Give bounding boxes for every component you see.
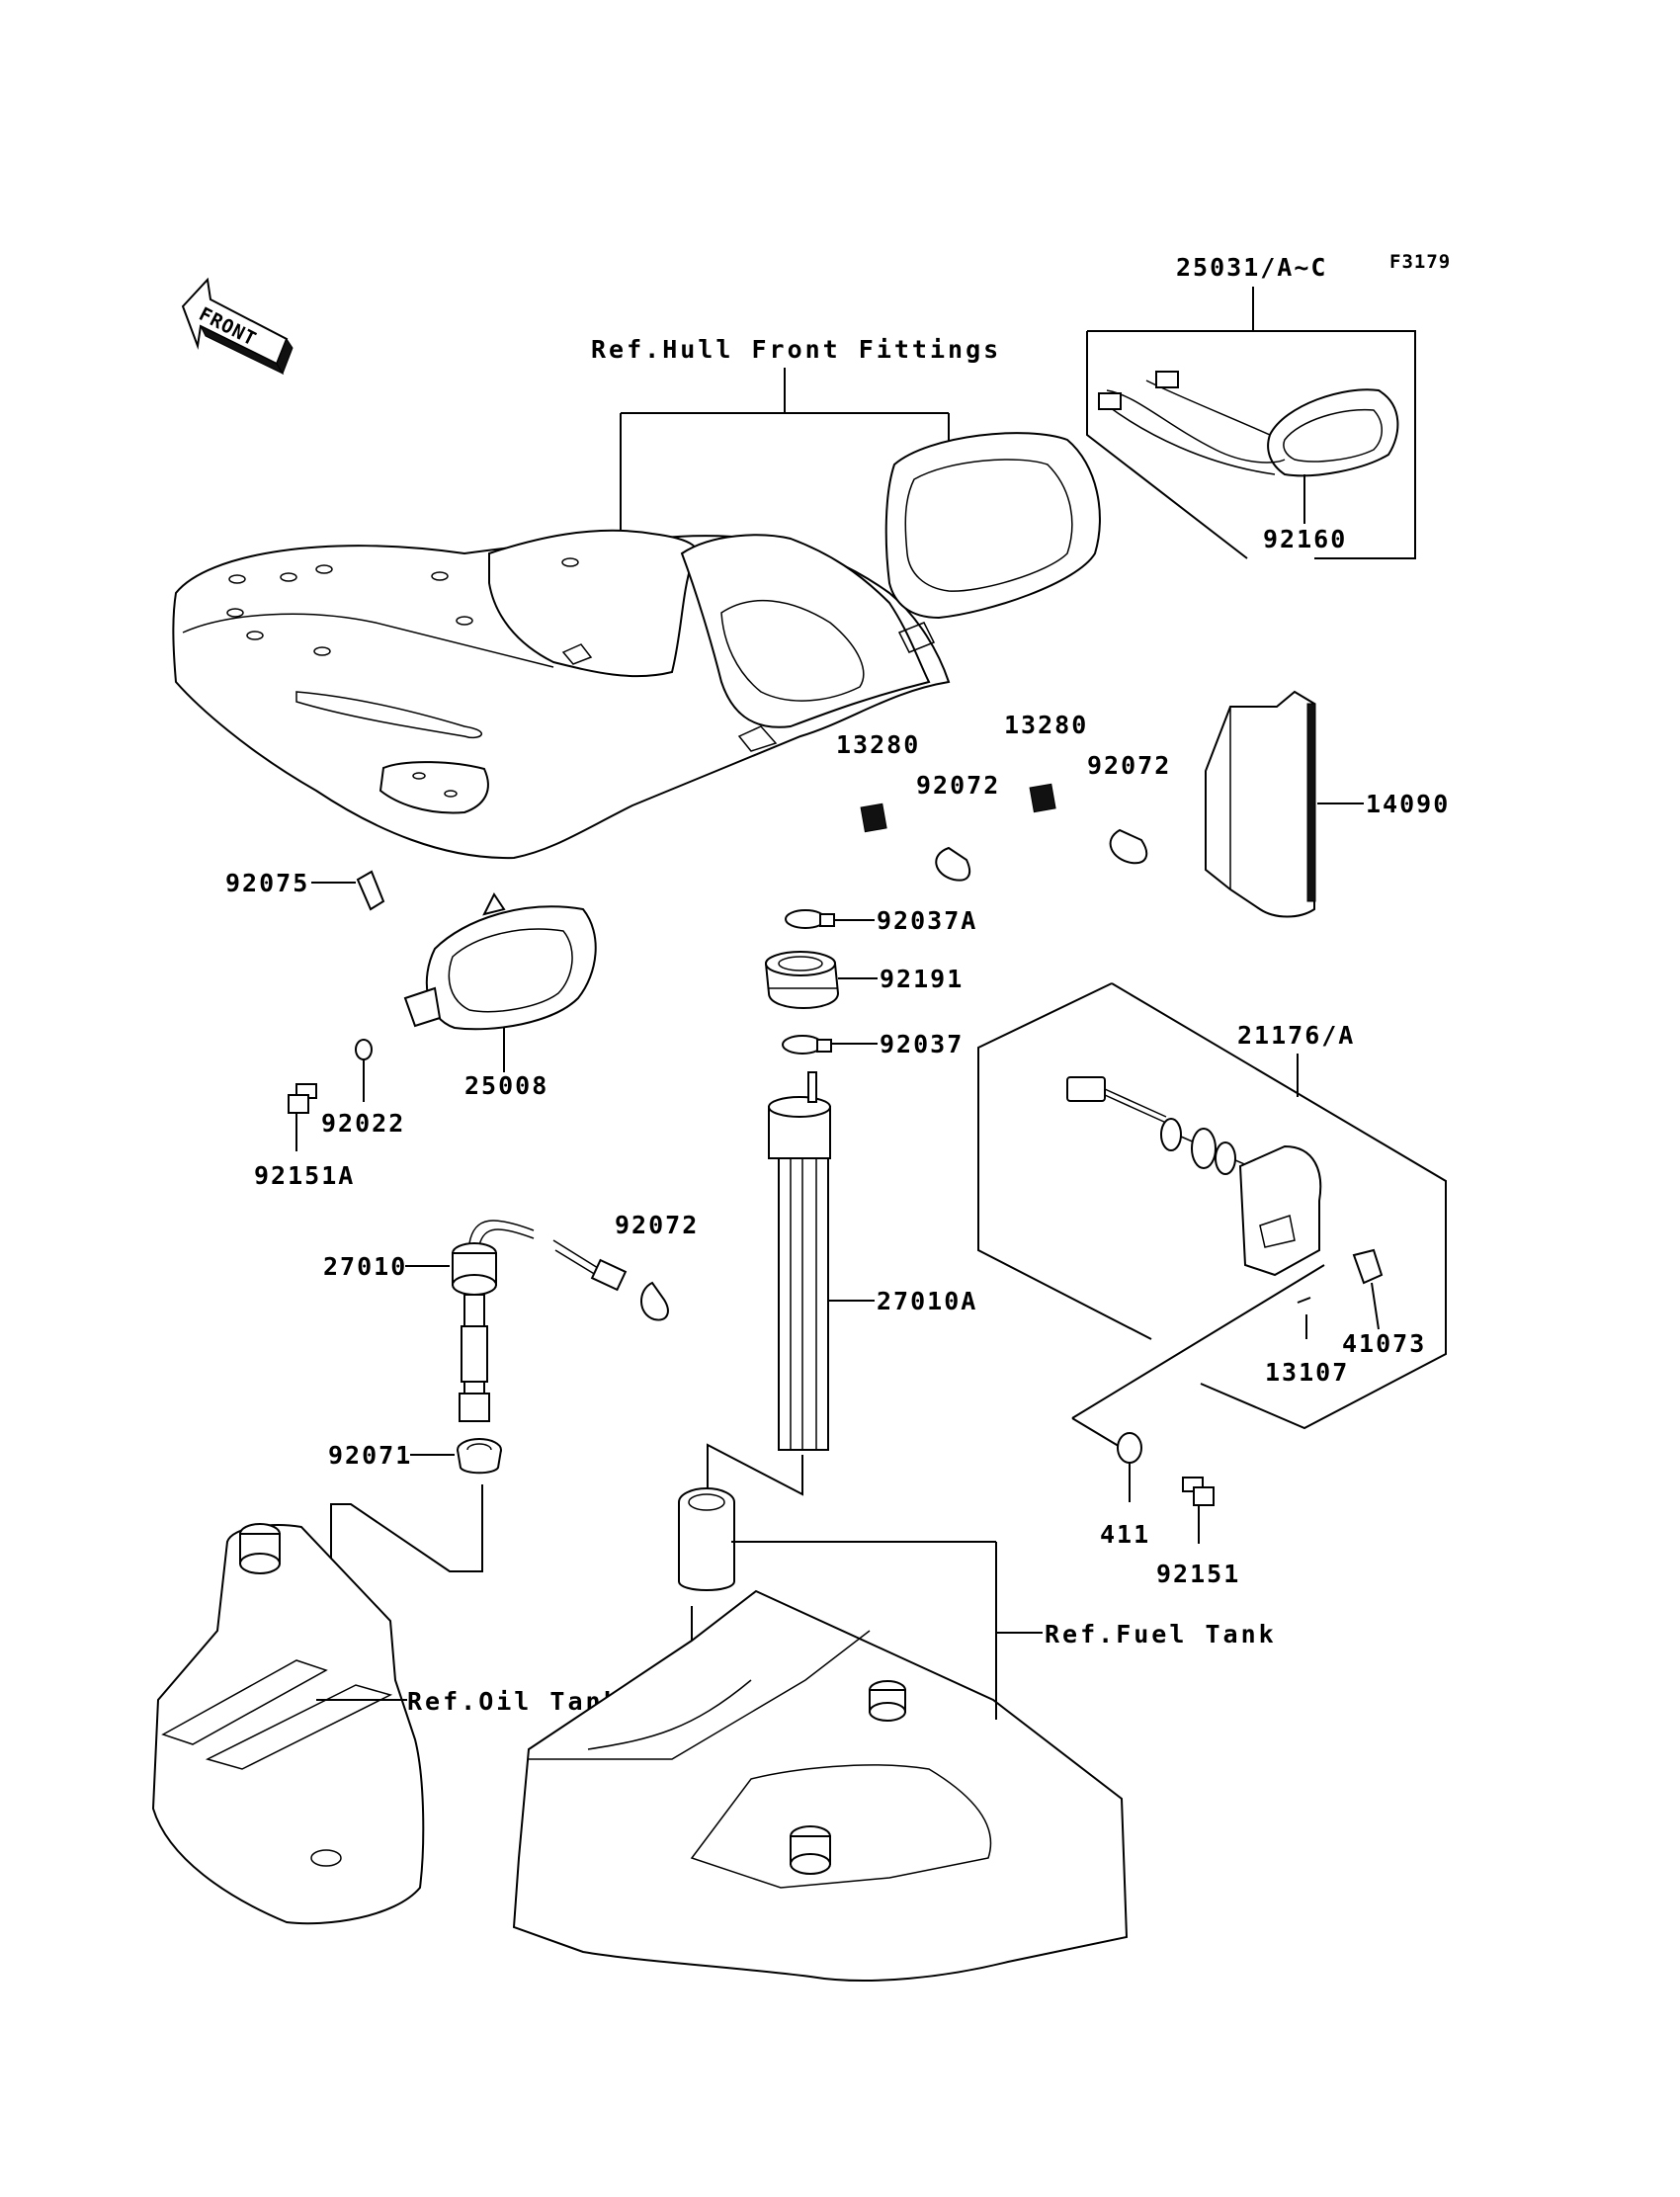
part-27010a-label: 27010A bbox=[877, 1287, 977, 1315]
part-92072-right-label: 92072 bbox=[1087, 751, 1171, 780]
part-41073-label: 41073 bbox=[1342, 1329, 1426, 1358]
part-92037-label: 92037 bbox=[880, 1030, 964, 1058]
clip-41073 bbox=[1352, 1248, 1384, 1285]
part-92160-label: 92160 bbox=[1263, 525, 1347, 553]
part-27010-label: 27010 bbox=[323, 1252, 407, 1281]
band-92072-right bbox=[1109, 828, 1148, 865]
bracket-25008 bbox=[403, 892, 597, 1031]
bolt-92151a bbox=[288, 1083, 317, 1114]
clamp-92037 bbox=[782, 1035, 832, 1055]
part-92151a-label: 92151A bbox=[254, 1161, 355, 1190]
band-92072-left bbox=[935, 846, 971, 882]
bolt-92151 bbox=[1182, 1477, 1215, 1506]
hull-front-deck bbox=[172, 529, 951, 860]
part-92075-label: 92075 bbox=[225, 869, 309, 897]
band-92072-lower bbox=[640, 1281, 669, 1321]
part-21176a-label: 21176/A bbox=[1237, 1021, 1355, 1050]
part-92072-left-label: 92072 bbox=[916, 771, 1000, 800]
callout-fuel-tank bbox=[731, 1541, 1043, 1720]
part-92037a-label: 92037A bbox=[877, 906, 977, 935]
collar-92075 bbox=[356, 870, 385, 911]
part-411-label: 411 bbox=[1100, 1520, 1150, 1549]
washer-411 bbox=[1117, 1432, 1142, 1464]
oil-gauge-27010 bbox=[452, 1220, 628, 1422]
meter-assy-box bbox=[1086, 287, 1416, 559]
oil-seal-92071 bbox=[457, 1438, 502, 1475]
washer-92022 bbox=[355, 1039, 373, 1060]
ref-fuel-tank-label: Ref.Fuel Tank bbox=[1045, 1620, 1277, 1648]
oil-tank bbox=[151, 1523, 425, 1925]
bracket-cover-14090 bbox=[1205, 690, 1316, 918]
pin-13107 bbox=[1297, 1297, 1311, 1304]
fuel-gauge-27010a bbox=[768, 1071, 831, 1451]
part-92022-label: 92022 bbox=[321, 1109, 405, 1138]
part-92071-label: 92071 bbox=[328, 1441, 412, 1470]
grommet-92191 bbox=[764, 951, 840, 1009]
ref-oil-tank-label: Ref.Oil Tank bbox=[407, 1687, 622, 1716]
part-92191-label: 92191 bbox=[880, 965, 964, 993]
part-14090-label: 14090 bbox=[1366, 790, 1450, 818]
part-13280-left-label: 13280 bbox=[836, 730, 920, 759]
front-arrow-icon: FRONT bbox=[181, 277, 294, 376]
meter-surround bbox=[884, 432, 1101, 620]
callout-41073 bbox=[1371, 1282, 1380, 1330]
part-13280-right-label: 13280 bbox=[1004, 711, 1088, 739]
part-92151-label: 92151 bbox=[1156, 1560, 1240, 1588]
fuel-tank bbox=[512, 1589, 1129, 1983]
label-13280-right bbox=[1029, 783, 1056, 813]
part-25031-label: 25031/A~C bbox=[1176, 253, 1327, 282]
figure-code: F3179 bbox=[1389, 251, 1451, 273]
ref-hull-front-fittings-label: Ref.Hull Front Fittings bbox=[591, 335, 1001, 364]
label-13280-left bbox=[860, 803, 887, 833]
part-13107-label: 13107 bbox=[1265, 1358, 1349, 1387]
part-92072-lower-label: 92072 bbox=[615, 1211, 699, 1239]
clamp-92037a bbox=[785, 909, 835, 929]
part-25008-label: 25008 bbox=[464, 1071, 548, 1100]
sensor-assy-box bbox=[977, 982, 1447, 1449]
